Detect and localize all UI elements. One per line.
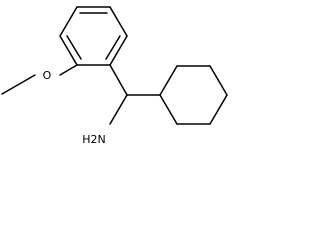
cyclohexane-bond-6 bbox=[159, 94, 178, 125]
amine-label: H2N bbox=[82, 133, 106, 146]
benzene-inner-bond-3 bbox=[66, 35, 82, 60]
cyclohexane-ring bbox=[159, 65, 228, 125]
molecule-diagram: O H2N bbox=[1, 6, 228, 146]
structure-canvas: O H2N bbox=[0, 0, 246, 153]
ring-to-chiral-carbon-bond bbox=[109, 64, 128, 96]
oxygen-label: O bbox=[43, 69, 52, 82]
ring-oxygen-bond bbox=[59, 64, 78, 76]
benzene-bond-1 bbox=[59, 6, 78, 37]
benzene-bond-3 bbox=[109, 6, 128, 37]
aminomethyl-linker: H2N bbox=[82, 64, 161, 146]
cyclohexane-bond-3 bbox=[209, 65, 228, 96]
benzene-inner-bond-2 bbox=[105, 35, 121, 60]
benzene-bond-6 bbox=[59, 35, 78, 66]
oxygen-methyl-bond bbox=[1, 74, 36, 95]
chiral-carbon-to-amine-bond bbox=[109, 94, 128, 125]
cyclohexane-bond-4 bbox=[209, 94, 228, 125]
benzene-ring bbox=[59, 6, 128, 66]
methoxy-group: O bbox=[1, 64, 78, 95]
benzene-bond-4 bbox=[109, 35, 128, 66]
cyclohexane-bond-1 bbox=[159, 65, 178, 96]
